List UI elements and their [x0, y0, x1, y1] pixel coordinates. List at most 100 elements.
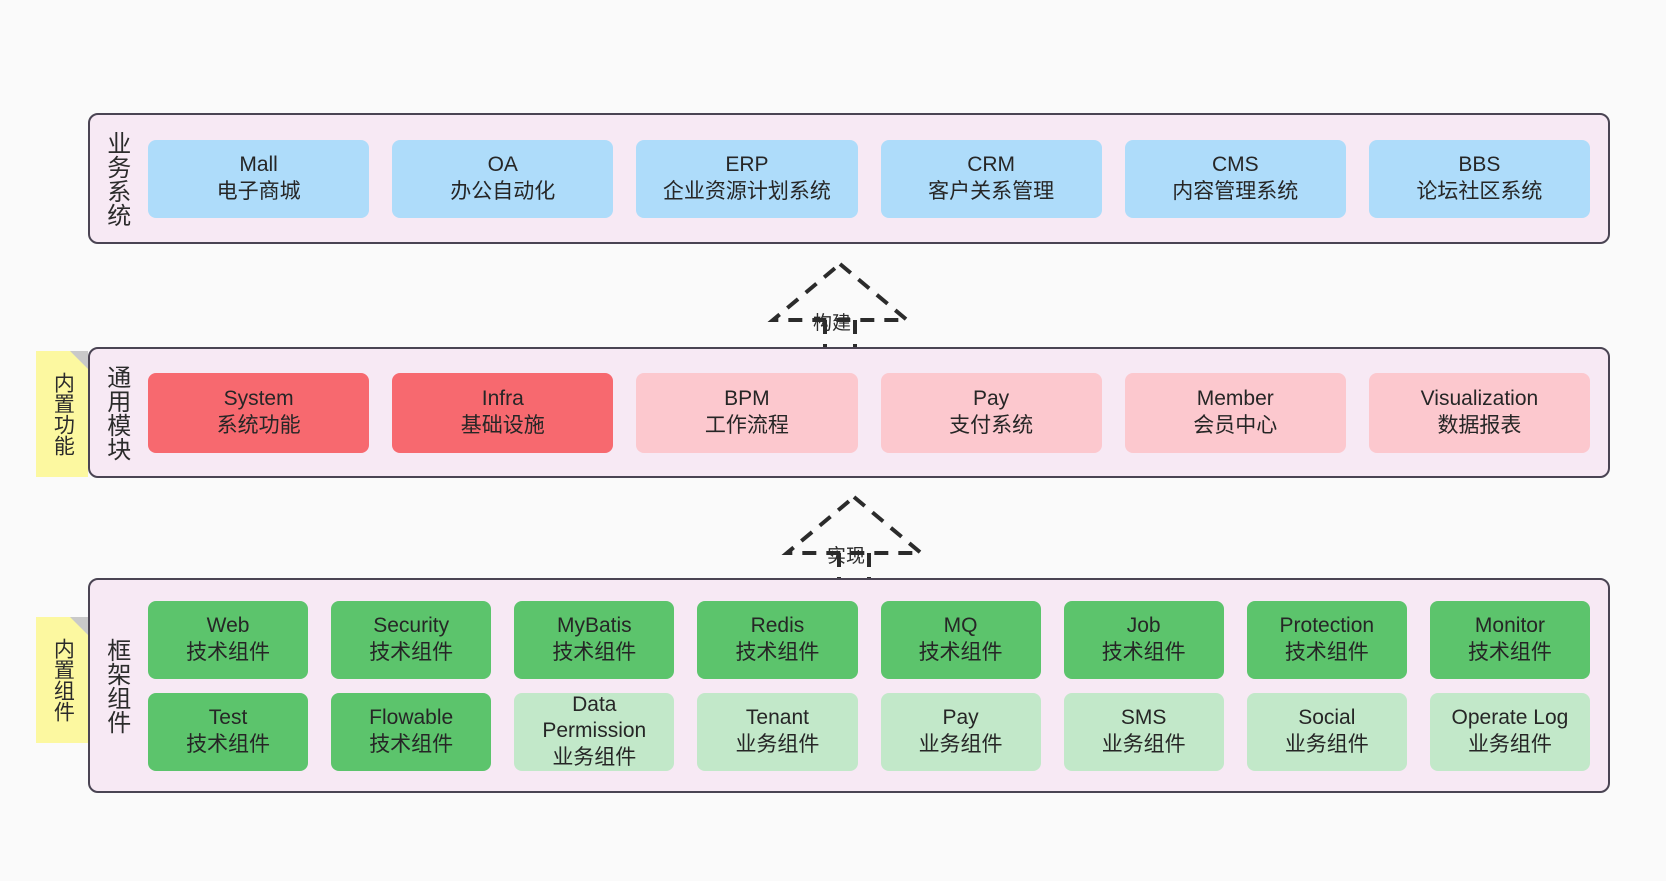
- node-protection[interactable]: Protection 技术组件: [1246, 600, 1407, 679]
- generalization-arrowhead-icon: [781, 494, 927, 555]
- node-sms[interactable]: SMS 业务组件: [1063, 692, 1224, 771]
- cell: CMS 内容管理系统: [1124, 139, 1346, 218]
- layer-common-module: 通用模块 System 系统功能 Infra 基础设施: [88, 347, 1610, 478]
- note-builtin-components: 内置组件: [36, 617, 88, 743]
- cell: Pay 业务组件: [880, 692, 1041, 771]
- node-title: Job: [1126, 614, 1161, 638]
- cell: Protection 技术组件: [1246, 600, 1407, 679]
- cell: MyBatis 技术组件: [514, 600, 675, 679]
- node-title: Data Permission: [542, 693, 647, 743]
- node-title: Operate Log: [1451, 706, 1569, 730]
- connector-implement: 实现: [769, 491, 939, 588]
- node-mall[interactable]: Mall 电子商城: [148, 139, 370, 218]
- cell: Operate Log 业务组件: [1429, 692, 1590, 771]
- node-title: Redis: [750, 614, 805, 638]
- cell: System 系统功能: [148, 372, 370, 453]
- node-title: Pay: [942, 706, 979, 730]
- connector-implement-arrow: [781, 494, 927, 588]
- node-subtitle: 支付系统: [949, 413, 1034, 437]
- connector-build-label: 构建: [813, 313, 852, 334]
- layer-body-business-system: Mall 电子商城 OA 办公自动化 ERP 企业资源计划系统: [142, 115, 1608, 242]
- cell: OA 办公自动化: [392, 139, 614, 218]
- node-title: Pay: [973, 387, 1010, 411]
- node-subtitle: 电子商城: [216, 179, 301, 203]
- note-label: 内置功能: [51, 372, 75, 456]
- node-operate-log[interactable]: Operate Log 业务组件: [1429, 692, 1590, 771]
- cell: Mall 电子商城: [148, 139, 370, 218]
- node-title: Social: [1298, 706, 1356, 730]
- node-subtitle: 技术组件: [1101, 640, 1186, 664]
- connector-build-arrow: [767, 261, 913, 355]
- node-subtitle: 技术组件: [186, 640, 271, 664]
- node-test[interactable]: Test 技术组件: [148, 692, 309, 771]
- node-title: Flowable: [369, 706, 454, 730]
- cell: CRM 客户关系管理: [880, 139, 1102, 218]
- cell: Visualization 数据报表: [1368, 372, 1591, 453]
- node-subtitle: 客户关系管理: [928, 179, 1055, 203]
- layer-framework-component: 框架组件 Web 技术组件 Security 技术组件: [88, 578, 1610, 793]
- node-subtitle: 技术组件: [1467, 640, 1552, 664]
- node-title: OA: [487, 153, 518, 177]
- node-data-permission[interactable]: Data Permission 业务组件: [514, 692, 675, 771]
- node-title: BPM: [724, 387, 770, 411]
- node-oa[interactable]: OA 办公自动化: [392, 139, 614, 218]
- cell: BBS 论坛社区系统: [1368, 139, 1591, 218]
- node-subtitle: 业务组件: [1101, 732, 1186, 756]
- node-title: Security: [373, 614, 450, 638]
- layer-business-system: 业务系统 Mall 电子商城 OA 办公自动化 ERP: [88, 113, 1610, 244]
- node-pay-module[interactable]: Pay 支付系统: [880, 372, 1102, 453]
- node-bbs[interactable]: BBS 论坛社区系统: [1368, 139, 1591, 218]
- layer-title-common-module: 通用模块: [102, 364, 130, 461]
- node-title: Monitor: [1474, 614, 1545, 638]
- node-subtitle: 论坛社区系统: [1416, 179, 1543, 203]
- node-subtitle: 基础设施: [460, 413, 545, 437]
- layer-title-framework-component: 框架组件: [102, 637, 130, 734]
- node-subtitle: 业务组件: [1467, 732, 1552, 756]
- node-subtitle: 数据报表: [1437, 413, 1522, 437]
- node-tenant[interactable]: Tenant 业务组件: [697, 692, 858, 771]
- node-social[interactable]: Social 业务组件: [1246, 692, 1407, 771]
- node-subtitle: 业务组件: [735, 732, 820, 756]
- cell: ERP 企业资源计划系统: [636, 139, 858, 218]
- node-redis[interactable]: Redis 技术组件: [697, 600, 858, 679]
- node-title: Web: [206, 614, 250, 638]
- node-security[interactable]: Security 技术组件: [331, 600, 492, 679]
- node-title: System: [223, 387, 294, 411]
- node-subtitle: 技术组件: [186, 732, 271, 756]
- generalization-arrowhead-icon: [767, 261, 913, 322]
- node-title: Protection: [1279, 614, 1375, 638]
- node-subtitle: 业务组件: [1284, 732, 1369, 756]
- node-title: Test: [208, 706, 248, 730]
- node-cms[interactable]: CMS 内容管理系统: [1124, 139, 1346, 218]
- node-system[interactable]: System 系统功能: [148, 372, 370, 453]
- cell: Monitor 技术组件: [1429, 600, 1590, 679]
- node-subtitle: 业务组件: [552, 745, 637, 769]
- node-subtitle: 企业资源计划系统: [662, 179, 831, 203]
- node-subtitle: 技术组件: [735, 640, 820, 664]
- node-crm[interactable]: CRM 客户关系管理: [880, 139, 1102, 218]
- node-monitor[interactable]: Monitor 技术组件: [1429, 600, 1590, 679]
- node-bpm[interactable]: BPM 工作流程: [636, 372, 858, 453]
- node-erp[interactable]: ERP 企业资源计划系统: [636, 139, 858, 218]
- cell: Infra 基础设施: [392, 372, 614, 453]
- node-member[interactable]: Member 会员中心: [1124, 372, 1346, 453]
- node-subtitle: 系统功能: [216, 413, 301, 437]
- node-flowable[interactable]: Flowable 技术组件: [331, 692, 492, 771]
- node-infra[interactable]: Infra 基础设施: [392, 372, 614, 453]
- cell: Tenant 业务组件: [697, 692, 858, 771]
- node-mybatis[interactable]: MyBatis 技术组件: [514, 600, 675, 679]
- node-job[interactable]: Job 技术组件: [1063, 600, 1224, 679]
- node-pay-component[interactable]: Pay 业务组件: [880, 692, 1041, 771]
- cell: Job 技术组件: [1063, 600, 1224, 679]
- note-fold-corner-icon: [70, 617, 88, 635]
- node-web[interactable]: Web 技术组件: [148, 600, 309, 679]
- connector-implement-label: 实现: [827, 546, 866, 567]
- node-visualization[interactable]: Visualization 数据报表: [1368, 372, 1591, 453]
- cell: Social 业务组件: [1246, 692, 1407, 771]
- node-mq[interactable]: MQ 技术组件: [880, 600, 1041, 679]
- cell: Pay 支付系统: [880, 372, 1102, 453]
- node-title: MyBatis: [556, 614, 632, 638]
- layer-row: Web 技术组件 Security 技术组件 MyBatis 技术组件: [148, 600, 1590, 679]
- node-title: Infra: [481, 387, 524, 411]
